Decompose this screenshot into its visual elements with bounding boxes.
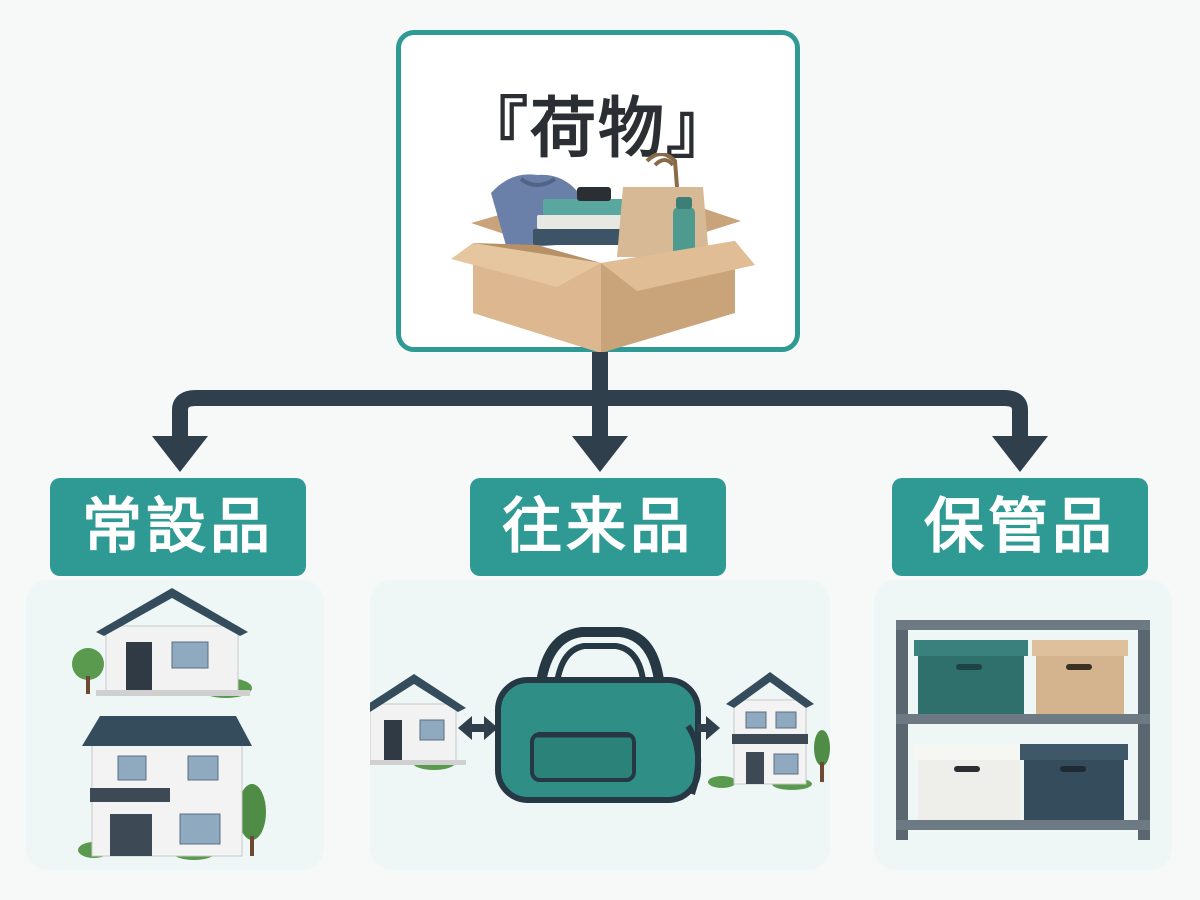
departure-house-icon bbox=[370, 674, 466, 770]
panel-permanent bbox=[26, 580, 324, 870]
panel-commute bbox=[370, 580, 830, 870]
category-label-commute: 往来品 bbox=[470, 478, 726, 576]
storage-shelf-icon bbox=[896, 620, 1150, 840]
panel-storage bbox=[874, 580, 1172, 870]
house-icon bbox=[72, 588, 252, 698]
arrow-right-icon bbox=[698, 716, 720, 740]
root-node-box: 『荷物』 bbox=[396, 30, 800, 353]
category-label-storage: 保管品 bbox=[892, 478, 1148, 576]
destination-house-icon bbox=[708, 672, 830, 790]
cardboard-box-icon bbox=[451, 153, 755, 353]
double-arrow-icon bbox=[458, 716, 498, 740]
category-label-permanent: 常設品 bbox=[50, 478, 306, 576]
root-title: 『荷物』 bbox=[462, 90, 734, 167]
two-story-house-icon bbox=[78, 716, 266, 860]
duffel-bag-icon bbox=[495, 627, 702, 803]
